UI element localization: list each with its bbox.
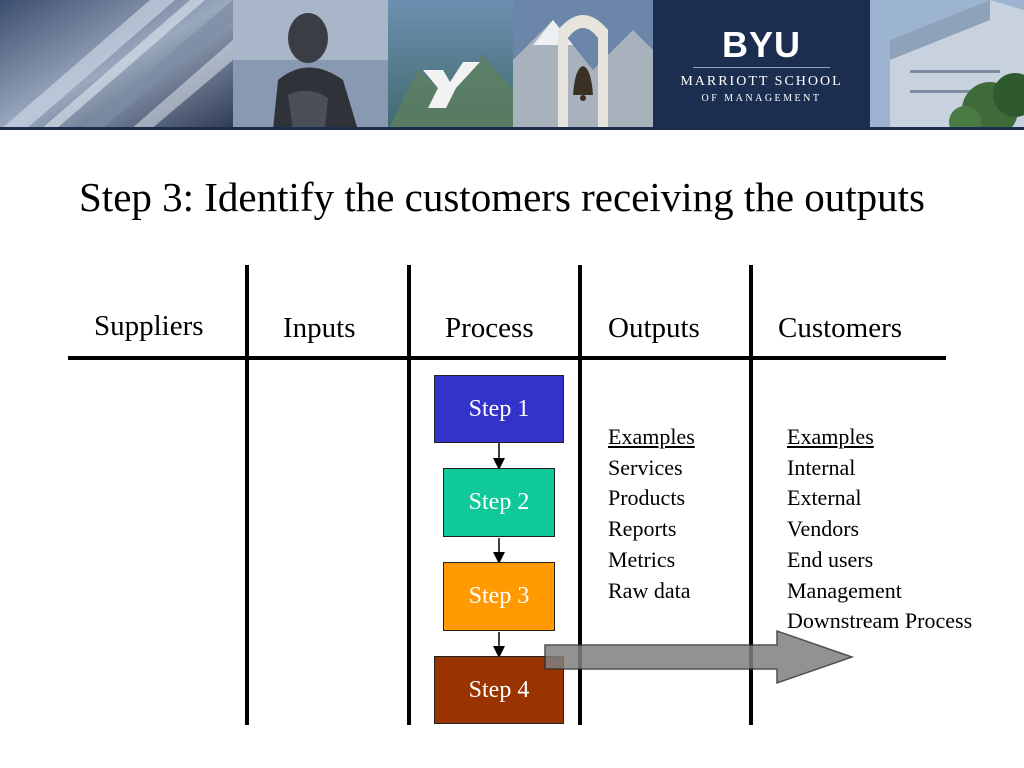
outputs-examples-heading: Examples [608,424,695,449]
list-item: End users [787,546,874,572]
list-item: Services [608,454,683,480]
column-header-suppliers: Suppliers [94,310,204,342]
customers-examples-list: Examples Internal External Vendors End u… [787,422,972,637]
column-header-outputs: Outputs [608,312,700,344]
process-step-4: Step 4 [434,656,564,724]
list-item: External [787,485,862,511]
list-item: Reports [608,516,677,542]
column-divider-2 [407,265,411,725]
slide-title: Step 3: Identify the customers receiving… [79,174,926,220]
banner-photo-statue [233,0,388,130]
building-photo [0,0,233,130]
outputs-examples-list: Examples Services Products Reports Metri… [608,422,695,606]
list-item: Internal [787,454,856,480]
list-item: Metrics [608,546,676,572]
step-connectors [493,443,505,658]
banner-bottom-rule [0,127,1024,130]
banner-photo-building [0,0,233,130]
column-header-process: Process [445,312,534,344]
bell-photo [513,0,653,130]
customers-examples-heading: Examples [787,424,874,449]
banner-photo-bell [513,0,653,130]
column-divider-3 [578,265,582,725]
list-item: Raw data [608,577,691,603]
list-item: Vendors [787,516,860,542]
logo-subtitle-line1: MARRIOTT SCHOOL [680,74,843,89]
mountain-y-photo [388,0,513,130]
list-item: Downstream Process [787,608,973,634]
column-header-inputs: Inputs [283,312,356,344]
output-flow-arrow [544,629,855,685]
process-step-2: Step 2 [443,468,555,537]
statue-photo [233,0,388,130]
byu-logo: BYU [721,24,801,65]
logo-divider [693,67,830,68]
banner-photo-mountain [388,0,513,130]
process-step-3: Step 3 [443,562,555,631]
header-banner: BYU MARRIOTT SCHOOL OF MANAGEMENT [0,0,1024,130]
banner-photo-tower [870,0,1024,130]
logo-subtitle-line2: OF MANAGEMENT [701,93,822,104]
column-divider-4 [749,265,753,725]
header-divider-line [68,356,946,360]
list-item: Management [787,577,902,603]
column-divider-1 [245,265,249,725]
list-item: Products [608,485,685,511]
byu-logo-panel: BYU MARRIOTT SCHOOL OF MANAGEMENT [653,0,870,130]
process-step-1: Step 1 [434,375,564,443]
column-header-customers: Customers [778,312,903,344]
tower-photo [870,0,1024,130]
